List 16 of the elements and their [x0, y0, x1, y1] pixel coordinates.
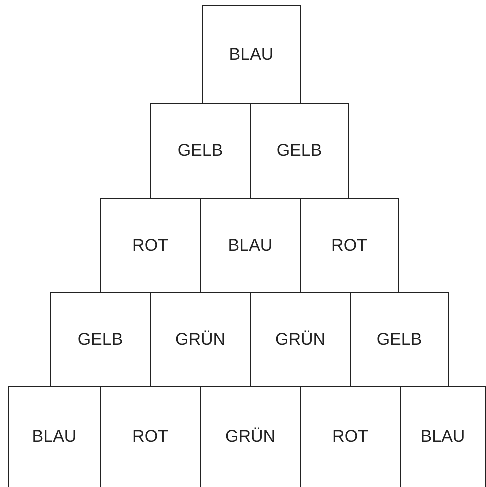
block-label: BLAU — [32, 427, 77, 447]
block-label: GELB — [178, 141, 224, 161]
block-label: GRÜN — [175, 330, 226, 350]
block-label: ROT — [332, 236, 368, 256]
block-label: GELB — [276, 141, 322, 161]
block-label: GELB — [78, 330, 124, 350]
block-label: GRÜN — [225, 427, 276, 447]
block-label: BLAU — [229, 44, 274, 64]
block-box — [202, 5, 301, 104]
block-label: ROT — [332, 427, 368, 447]
block-label: BLAU — [228, 236, 273, 256]
block-label: GELB — [376, 330, 422, 350]
block-label: GRÜN — [275, 330, 326, 350]
block-label: ROT — [132, 236, 168, 256]
block-label: ROT — [132, 427, 168, 447]
block-label: BLAU — [420, 427, 466, 447]
